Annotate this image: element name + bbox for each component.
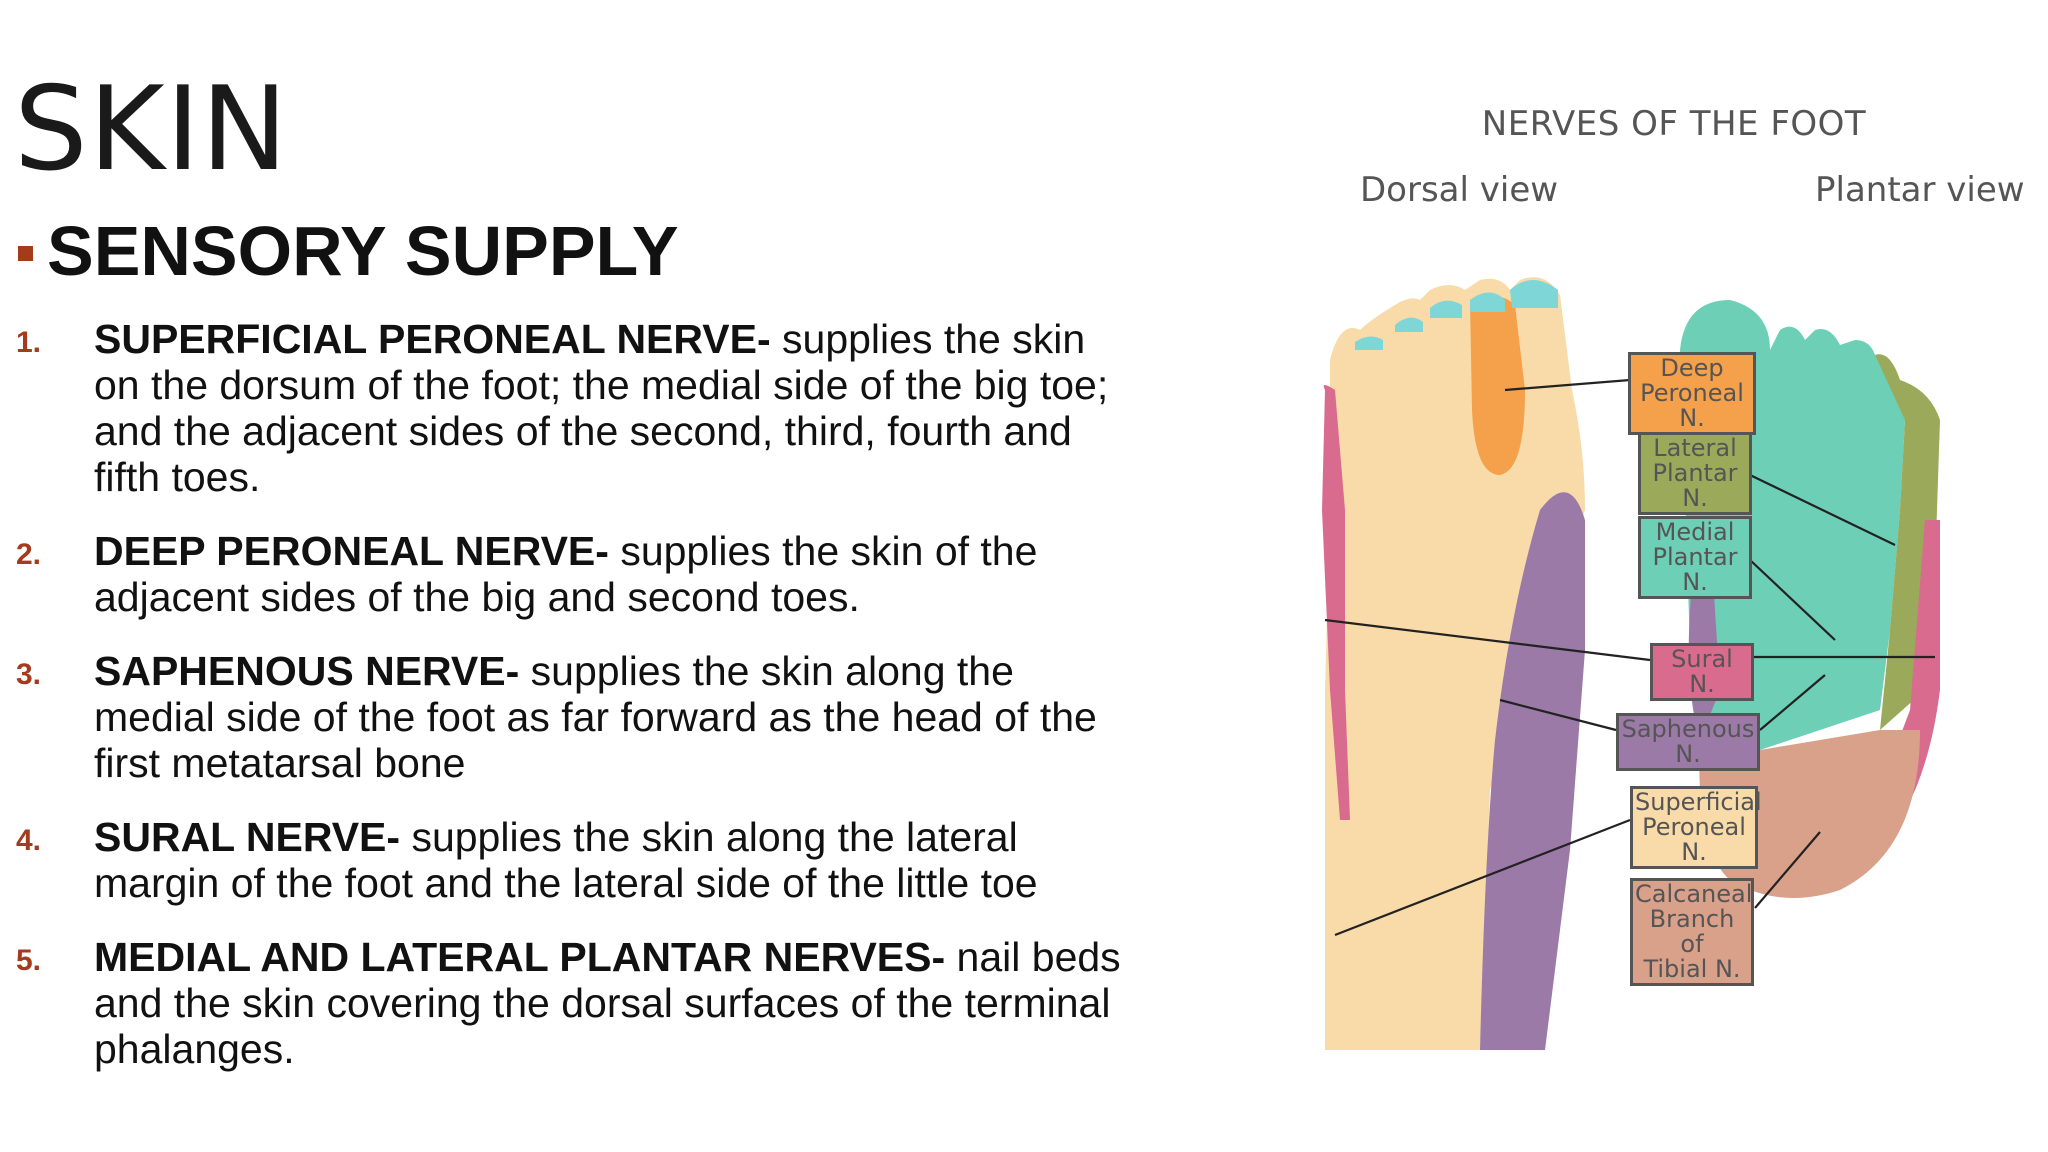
section-heading: SENSORY SUPPLY [18, 216, 679, 286]
sural-dorsal-leader [1324, 618, 1651, 662]
label-line: Peroneal N. [1642, 813, 1746, 866]
leader-lines [1324, 378, 1935, 937]
toe-tip-2 [1470, 292, 1505, 312]
nerve-list: 1. SUPERFICIAL PERONEAL NERVE- supplies … [16, 316, 1136, 1100]
label-deep-peroneal: Deep Peroneal N. [1628, 352, 1756, 435]
bullet-square-icon [18, 245, 33, 261]
label-line: Saphenous N. [1621, 715, 1755, 768]
label-line: Lateral [1653, 434, 1737, 462]
label-calcaneal: Calcaneal Branch of Tibial N. [1630, 878, 1754, 986]
label-line: Peroneal N. [1640, 379, 1744, 432]
item-term: DEEP PERONEAL NERVE- [94, 528, 609, 574]
label-line: Plantar N. [1652, 543, 1738, 596]
label-line: Plantar N. [1652, 459, 1738, 512]
superficial-peroneal-leader [1334, 818, 1631, 937]
list-item: 2. DEEP PERONEAL NERVE- supplies the ski… [16, 528, 1136, 620]
deep-peroneal-leader [1504, 378, 1631, 392]
label-line: Medial [1655, 518, 1735, 546]
label-line: Branch of [1649, 905, 1735, 958]
label-saphenous: Saphenous N. [1616, 713, 1760, 771]
item-number: 2. [16, 538, 42, 571]
dorsal-foot [1322, 277, 1585, 1051]
item-number: 3. [16, 658, 42, 691]
saphenous-region [1480, 492, 1585, 1050]
list-item: 1. SUPERFICIAL PERONEAL NERVE- supplies … [16, 316, 1136, 500]
foot-nerves-diagram: NERVES OF THE FOOT Dorsal view Plantar v… [1300, 90, 2048, 1090]
deep-peroneal-region [1470, 296, 1525, 475]
plantar-sural-region [1880, 520, 1940, 820]
slide-title: SKIN [14, 62, 289, 197]
label-line: Superficial [1635, 788, 1762, 816]
item-description: supplies the skin along the medial side … [94, 648, 1097, 786]
saphenous-dorsal-leader [1499, 698, 1617, 732]
list-item: 5. MEDIAL AND LATERAL PLANTAR NERVES- na… [16, 934, 1136, 1072]
label-line: Sural N. [1671, 645, 1733, 698]
list-item: 4. SURAL NERVE- supplies the skin along … [16, 814, 1136, 906]
dorsal-view-label: Dorsal view [1360, 170, 1559, 210]
diagram-title: NERVES OF THE FOOT [1481, 104, 1867, 144]
label-superficial-peroneal: Superficial Peroneal N. [1630, 786, 1762, 869]
item-description: nail beds and the skin covering the dors… [94, 934, 1121, 1072]
item-term: MEDIAL AND LATERAL PLANTAR NERVES- [94, 934, 946, 980]
item-description: supplies the skin on the dorsum of the f… [94, 316, 1109, 500]
toe-tip-4 [1395, 317, 1423, 332]
saphenous-plantar-leader [1759, 674, 1826, 731]
label-line: Calcaneal [1635, 880, 1753, 908]
toe-tip-5 [1355, 336, 1383, 350]
toe-tip-3 [1430, 300, 1462, 318]
item-number: 4. [16, 824, 42, 857]
item-description: supplies the skin along the lateral marg… [94, 814, 1038, 906]
lateral-plantar-leader [1749, 474, 1896, 546]
item-number: 5. [16, 944, 42, 977]
item-number: 1. [16, 326, 42, 359]
label-medial-plantar: Medial Plantar N. [1638, 516, 1752, 599]
list-item: 3. SAPHENOUS NERVE- supplies the skin al… [16, 648, 1136, 786]
calcaneal-leader [1754, 831, 1821, 909]
item-term: SAPHENOUS NERVE- [94, 648, 520, 694]
label-sural: Sural N. [1650, 643, 1754, 701]
medial-plantar-leader [1749, 559, 1836, 641]
label-line: Deep [1660, 354, 1724, 382]
item-description: supplies the skin of the adjacent sides … [94, 528, 1038, 620]
toe-tip-1 [1510, 280, 1558, 308]
item-term: SURAL NERVE- [94, 814, 401, 860]
superficial-peroneal-region [1325, 277, 1585, 1051]
item-term: SUPERFICIAL PERONEAL NERVE- [94, 316, 771, 362]
sural-region [1322, 385, 1350, 820]
plantar-view-label: Plantar view [1815, 170, 2025, 210]
heading-text: SENSORY SUPPLY [47, 212, 679, 290]
label-lateral-plantar: Lateral Plantar N. [1638, 432, 1752, 515]
label-line: Tibial N. [1643, 955, 1741, 983]
